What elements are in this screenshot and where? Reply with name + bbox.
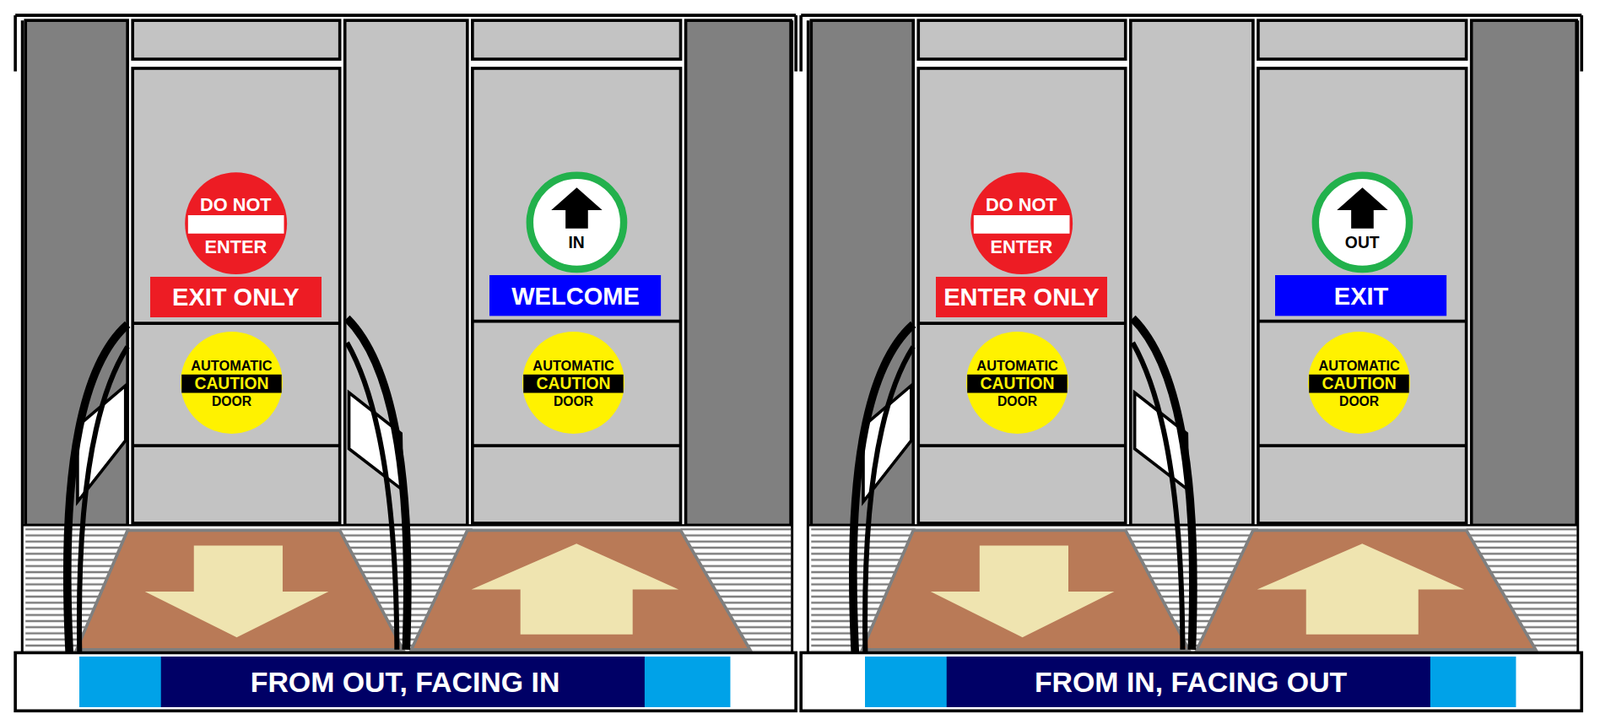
- sign-circle: AUTOMATIC CAUTION DOOR: [522, 331, 625, 434]
- door-panel: [800, 15, 1582, 711]
- sign-text: DO NOT: [183, 195, 288, 215]
- sign-circle: OUT: [1311, 171, 1414, 274]
- sign-shape: [183, 171, 288, 276]
- sign-circle: DO NOT ENTER: [969, 171, 1074, 276]
- sign-text: ENTER: [183, 237, 288, 257]
- sign-band: WELCOME: [489, 275, 661, 316]
- sign-band: EXIT ONLY: [150, 276, 322, 318]
- sign-text: AUTOMATIC: [522, 358, 625, 373]
- sign-text: CAUTION: [180, 375, 283, 392]
- sign-band: EXIT: [1275, 275, 1447, 316]
- sign-circle: DO NOT ENTER: [183, 171, 288, 276]
- sign-text: DOOR: [1308, 395, 1411, 410]
- sign-circle: AUTOMATIC CAUTION DOOR: [180, 331, 283, 434]
- sign-shape: [969, 171, 1074, 276]
- sign-shape: [525, 171, 628, 274]
- sign-text: AUTOMATIC: [1308, 358, 1411, 373]
- sign-circle: IN: [525, 171, 628, 274]
- sign-text: DOOR: [180, 395, 283, 410]
- sign-text: DOOR: [966, 395, 1069, 410]
- sign-text: AUTOMATIC: [180, 358, 283, 373]
- sign-text: OUT: [1311, 234, 1414, 251]
- sign-circle: AUTOMATIC CAUTION DOOR: [966, 331, 1069, 434]
- sign-band: FROM OUT, FACING IN: [79, 656, 730, 708]
- sign-band: FROM IN, FACING OUT: [864, 656, 1516, 708]
- sign-text: CAUTION: [1308, 375, 1411, 392]
- sign-text: EXIT ONLY: [150, 285, 322, 310]
- sign-shape: [1311, 171, 1414, 274]
- door-panel: [15, 15, 796, 711]
- sign-text: ENTER: [969, 237, 1074, 257]
- sign-circle: AUTOMATIC CAUTION DOOR: [1308, 331, 1411, 434]
- sign-text: CAUTION: [522, 375, 625, 392]
- sign-text: FROM OUT, FACING IN: [79, 668, 730, 698]
- sign-text: FROM IN, FACING OUT: [864, 668, 1516, 698]
- sign-band: ENTER ONLY: [935, 276, 1108, 318]
- sign-text: ENTER ONLY: [935, 285, 1108, 310]
- sign-text: DO NOT: [969, 195, 1074, 215]
- sign-text: WELCOME: [489, 284, 661, 309]
- sign-text: DOOR: [522, 395, 625, 410]
- sign-text: IN: [525, 234, 628, 251]
- sign-text: AUTOMATIC: [966, 358, 1069, 373]
- sign-text: EXIT: [1275, 284, 1447, 309]
- sign-text: CAUTION: [966, 375, 1069, 392]
